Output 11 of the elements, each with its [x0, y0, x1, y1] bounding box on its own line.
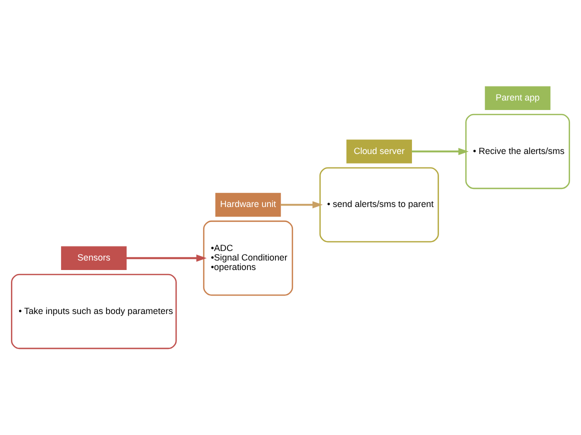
arrow [412, 148, 469, 156]
node-box: • Recive the alerts/sms [465, 114, 570, 190]
node-box: Cloud server [346, 140, 412, 164]
node-box: • Take inputs such as body parameters [10, 274, 177, 350]
node-box: Hardware unit [215, 192, 281, 217]
node-box: • send alerts/sms to parent [319, 167, 439, 242]
node-box: Sensors [61, 246, 127, 270]
node-box: Parent app [484, 86, 550, 110]
arrow [126, 254, 207, 262]
node-box: •ADC •Signal Conditioner •operations [203, 220, 294, 296]
arrow [280, 201, 323, 208]
